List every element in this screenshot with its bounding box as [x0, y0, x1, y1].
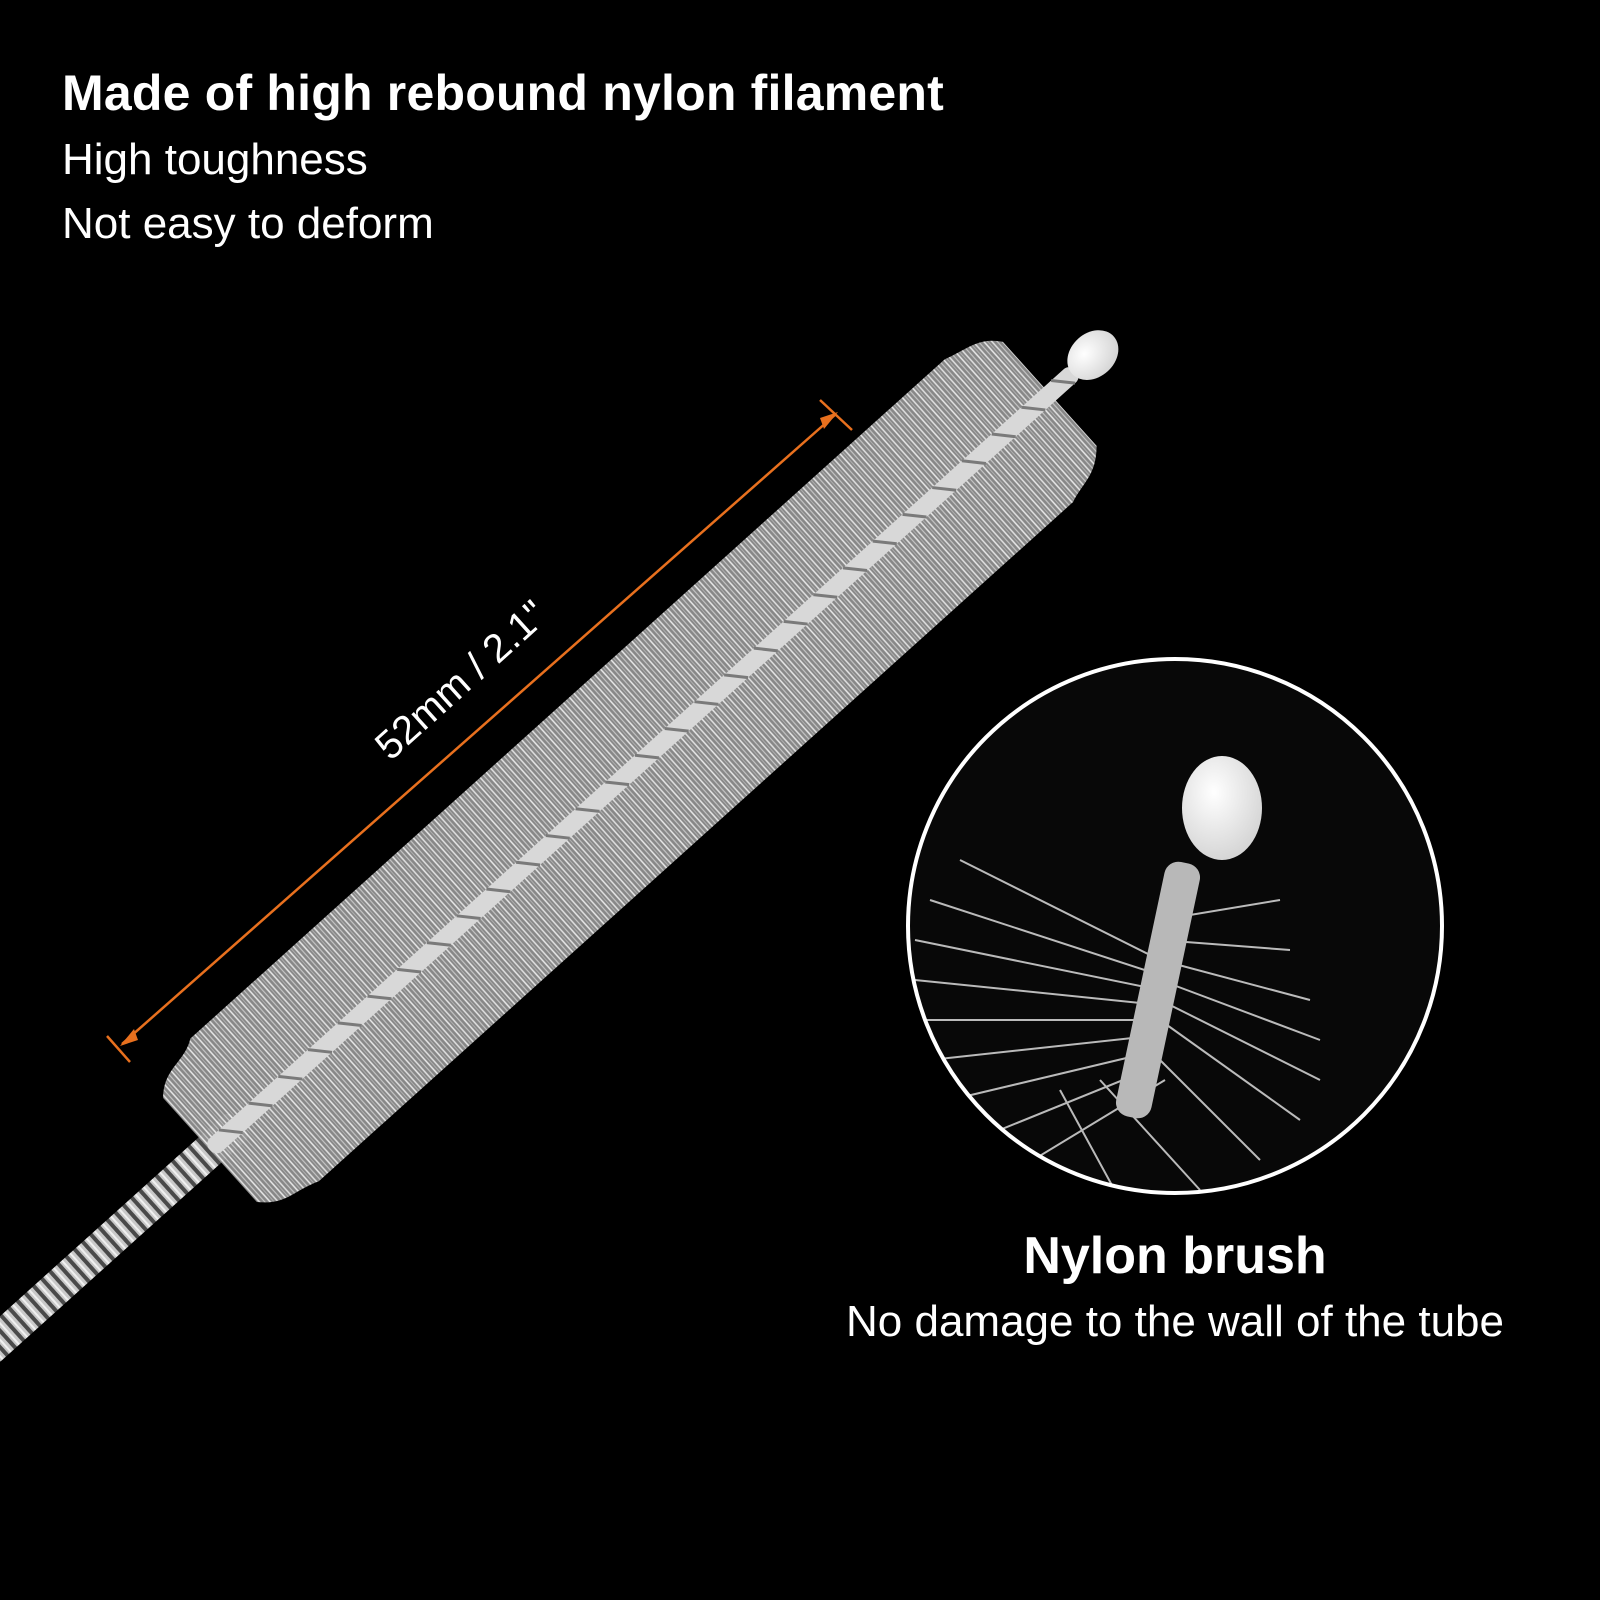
callout-subtitle: No damage to the wall of the tube: [846, 1297, 1504, 1346]
dimension-line: [106, 399, 853, 1063]
header: Made of high rebound nylon filament High…: [62, 58, 944, 256]
closeup-circle: [906, 657, 1444, 1195]
spring-handle: [0, 1113, 248, 1414]
closeup-tip: [1182, 756, 1262, 860]
tip-cap: [1067, 330, 1119, 380]
brush-image: [0, 330, 1119, 1414]
callout-title: Nylon brush: [1023, 1227, 1327, 1285]
headline: Made of high rebound nylon filament: [62, 65, 944, 121]
feature-toughness: High toughness: [62, 135, 368, 184]
feature-deform: Not easy to deform: [62, 199, 434, 248]
wire-core: [207, 367, 1079, 1154]
closeup-wire: [1115, 861, 1201, 1119]
closeup-bristles: [914, 859, 1321, 1193]
callout-caption: Nylon brush No damage to the wall of the…: [790, 1222, 1560, 1354]
